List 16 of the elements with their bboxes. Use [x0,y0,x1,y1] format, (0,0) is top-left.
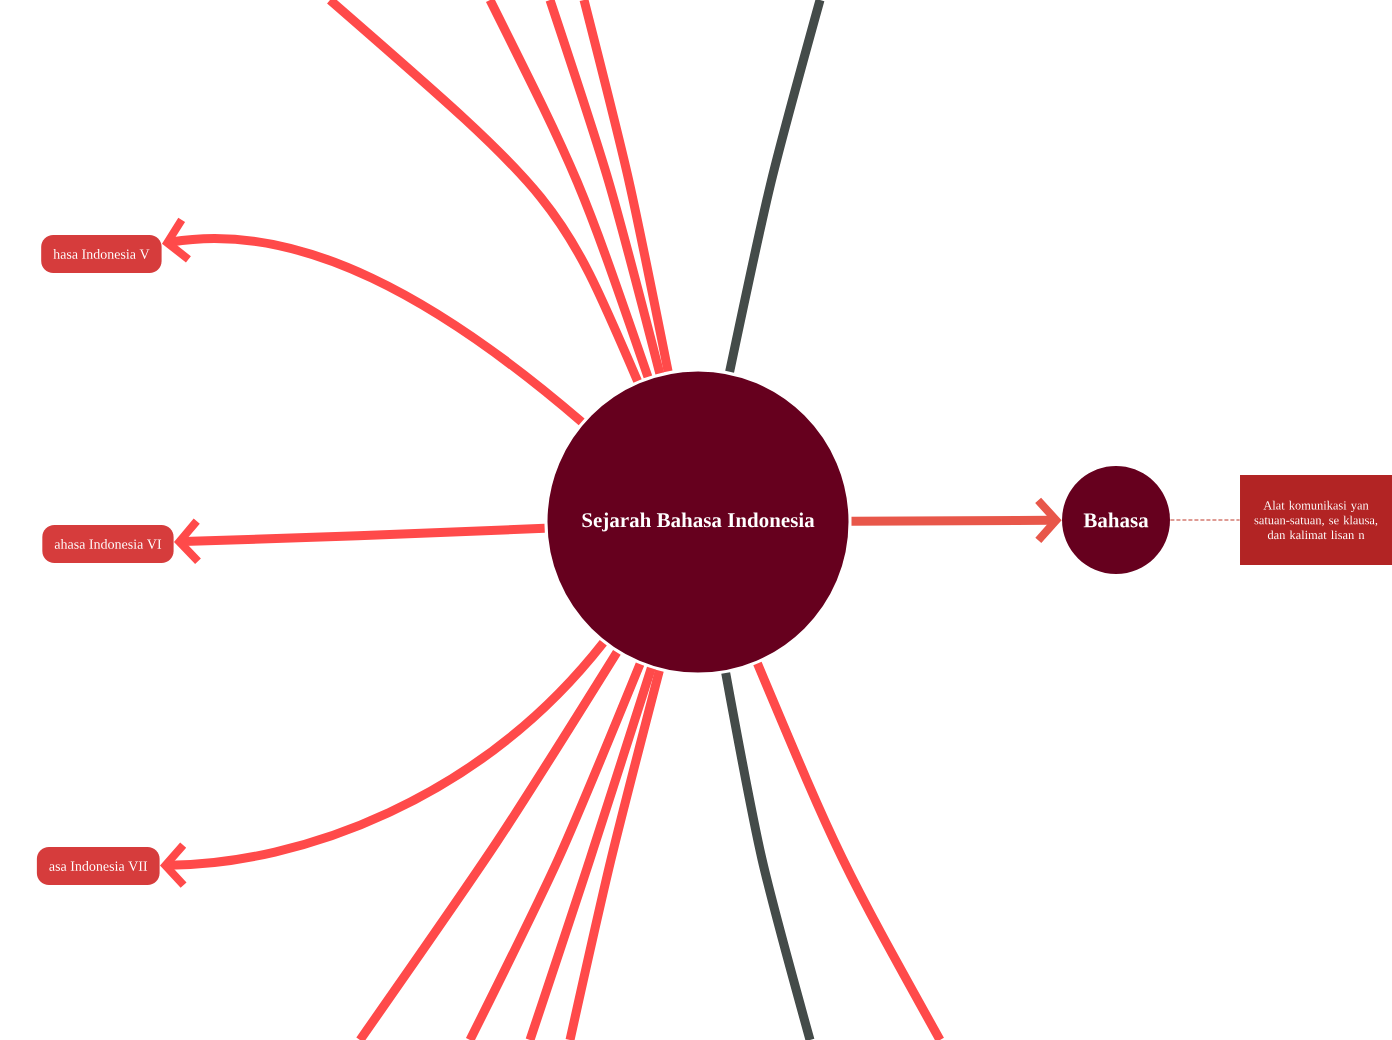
branch-line [725,0,825,373]
branch-line [721,672,815,1040]
arrow [162,217,585,426]
branch-line [466,662,645,1040]
branch-line [485,0,653,379]
arrow [174,518,545,564]
branch-line [356,649,621,1040]
branch-line [545,0,665,375]
arrow [851,497,1062,544]
branch-line [525,666,656,1040]
branch-line [579,0,673,373]
branch-line [753,661,944,1040]
branch-line [565,669,664,1040]
connector-line [1169,519,1241,521]
branch-line [327,0,642,383]
arrow [160,639,607,888]
